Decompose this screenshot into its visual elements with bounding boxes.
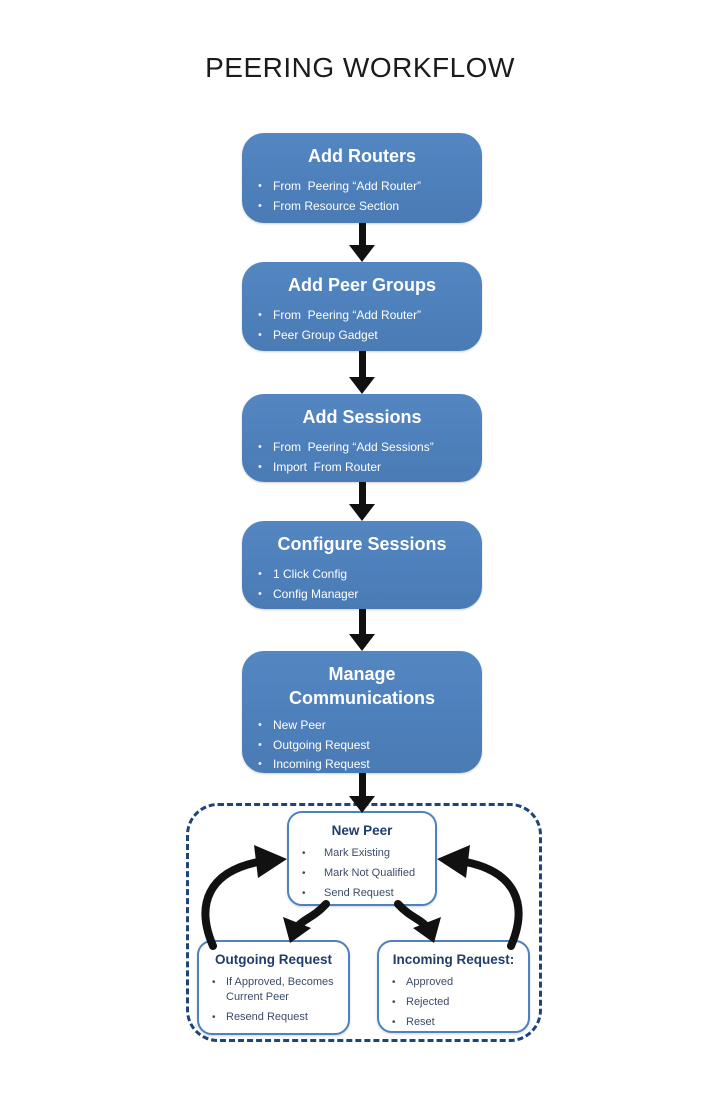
flow-box-add-peer-groups: Add Peer Groups From Peering “Add Router… [242, 262, 482, 351]
bullet-item: From Resource Section [242, 197, 482, 217]
flow-box-add-routers: Add Routers From Peering “Add Router” Fr… [242, 133, 482, 223]
cycle-box-title: Incoming Request: [392, 952, 515, 967]
bullet-item: Resend Request [199, 1010, 348, 1025]
flow-box-bullet-list: From Peering “Add Router” Peer Group Gad… [242, 306, 482, 345]
flow-box-bullet-list: From Peering “Add Router” From Resource … [242, 177, 482, 216]
down-arrow-icon [349, 482, 375, 521]
bullet-item: Mark Not Qualified [289, 866, 435, 881]
bullet-item: New Peer [242, 716, 482, 736]
down-arrow-icon [349, 773, 375, 813]
bullet-item: Incoming Request [242, 755, 482, 775]
flow-box-title: Manage Communications [288, 664, 435, 708]
flow-box-configure-sessions: Configure Sessions 1 Click Config Config… [242, 521, 482, 609]
cycle-box-title: Outgoing Request [215, 952, 332, 967]
flow-box-title: Configure Sessions [277, 534, 447, 554]
cycle-box-bullet-list: Mark Existing Mark Not Qualified Send Re… [289, 846, 435, 901]
flow-box-bullet-list: New Peer Outgoing Request Incoming Reque… [242, 716, 482, 775]
bullet-item: If Approved, Becomes Current Peer [199, 975, 348, 1005]
bullet-item: Import From Router [242, 458, 482, 478]
bullet-item: From Peering “Add Sessions” [242, 438, 482, 458]
down-arrow-icon [349, 609, 375, 651]
bullet-item: Approved [379, 975, 528, 990]
cycle-box-bullet-list: If Approved, Becomes Current Peer Resend… [199, 975, 348, 1025]
flow-box-bullet-list: 1 Click Config Config Manager [242, 565, 482, 604]
bullet-item: From Peering “Add Router” [242, 306, 482, 326]
cycle-box-new-peer: New Peer Mark Existing Mark Not Qualifie… [287, 811, 437, 906]
bullet-item: From Peering “Add Router” [242, 177, 482, 197]
flow-box-title: Add Sessions [302, 407, 422, 427]
down-arrow-icon [349, 223, 375, 262]
flow-box-title: Add Routers [308, 146, 416, 166]
flow-box-add-sessions: Add Sessions From Peering “Add Sessions”… [242, 394, 482, 482]
bullet-item: Send Request [289, 886, 435, 901]
bullet-item: Config Manager [242, 585, 482, 605]
bullet-item: Peer Group Gadget [242, 326, 482, 346]
flow-box-manage-communications: Manage Communications New Peer Outgoing … [242, 651, 482, 775]
cycle-box-title: New Peer [331, 823, 393, 838]
cycle-box-outgoing-request: Outgoing Request If Approved, Becomes Cu… [197, 940, 350, 1035]
bullet-item: 1 Click Config [242, 565, 482, 585]
bullet-item: Outgoing Request [242, 736, 482, 756]
flow-box-bullet-list: From Peering “Add Sessions” Import From … [242, 438, 482, 477]
bullet-item: Rejected [379, 995, 528, 1010]
down-arrow-icon [349, 351, 375, 394]
bullet-item: Mark Existing [289, 846, 435, 861]
flow-box-title: Add Peer Groups [287, 275, 437, 295]
page-title: PEERING WORKFLOW [205, 52, 515, 83]
bullet-item: Reset [379, 1015, 528, 1030]
cycle-box-incoming-request: Incoming Request: Approved Rejected Rese… [377, 940, 530, 1033]
cycle-box-bullet-list: Approved Rejected Reset [379, 975, 528, 1030]
